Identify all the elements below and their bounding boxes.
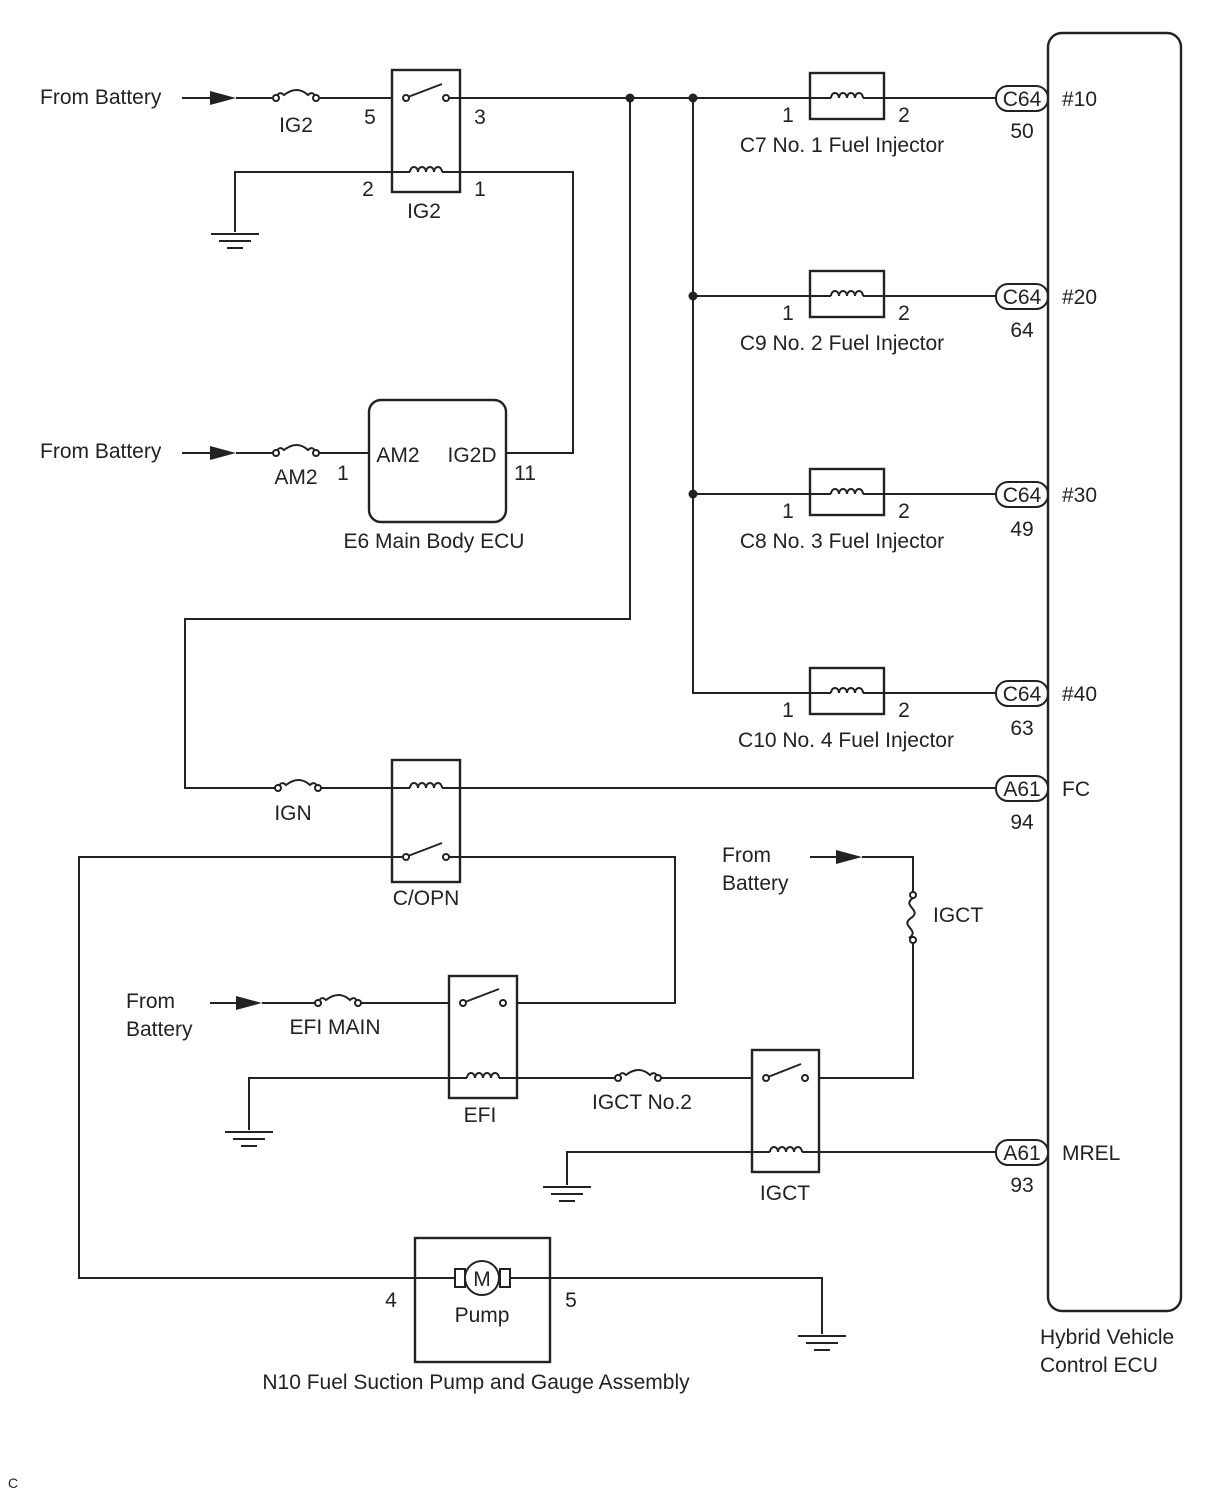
battery-arrow-icon (210, 446, 236, 460)
motor-icon (464, 1260, 500, 1296)
injector-4: 1 2 C10 No. 4 Fuel Injector C64 63 #40 (738, 666, 1097, 752)
pump-pin-5: 5 (565, 1289, 577, 1312)
relay-igct-switch (767, 1063, 802, 1078)
relay-efi-label: EFI (464, 1104, 497, 1127)
main-body-ecu (367, 398, 508, 524)
from-label-efi: From (126, 990, 175, 1013)
ecu-terminal-mrel: MREL (1062, 1142, 1120, 1165)
relay-efi-switch (464, 988, 500, 1003)
from-battery-label-am2: From Battery (40, 440, 162, 463)
main-body-ecu-ig2d-terminal: IG2D (447, 444, 496, 467)
relay-ig2-pin-5: 5 (364, 106, 376, 129)
from-battery-label-ig2: From Battery (40, 86, 162, 109)
ground-icon-3 (542, 1186, 592, 1202)
relay-copn-switch (407, 842, 443, 857)
injector-label: C10 No. 4 Fuel Injector (738, 729, 954, 752)
connector-label: C64 (1003, 286, 1042, 309)
fusible-link-igct-label: IGCT (933, 904, 983, 927)
fuel-pump-assembly (413, 1236, 552, 1364)
relay-ig2-label: IG2 (407, 200, 441, 223)
ecu-terminal: #40 (1062, 683, 1097, 706)
connector-label: A61 (1003, 1142, 1040, 1165)
battery-label-efi: Battery (126, 1018, 193, 1041)
main-body-ecu-pin-1: 1 (337, 462, 349, 485)
ecu-pin-number: 93 (1010, 1174, 1033, 1197)
ground-icon-2 (224, 1131, 274, 1147)
relay-igct (750, 1048, 821, 1174)
injector-label: C8 No. 3 Fuel Injector (740, 530, 944, 553)
fuse-igct-no2-icon (614, 1069, 662, 1082)
fuse-efi-main-label: EFI MAIN (289, 1016, 380, 1039)
relay-ig2 (390, 68, 462, 194)
injector-pin-2: 2 (898, 500, 910, 523)
relay-copn-label: C/OPN (393, 887, 460, 910)
connector-a61-fc (995, 775, 1049, 802)
injector-pin-1: 1 (782, 302, 794, 325)
relay-ig2-switch (407, 83, 443, 98)
ecu-terminal: #10 (1062, 88, 1097, 111)
connector-label: C64 (1003, 88, 1042, 111)
injector-label: C9 No. 2 Fuel Injector (740, 332, 944, 355)
ground-icon-4 (797, 1335, 847, 1351)
ecu-pin-number: 63 (1010, 717, 1033, 740)
ecu-pin-number: 64 (1010, 319, 1034, 342)
fuse-ign-icon (274, 779, 322, 792)
hybrid-vehicle-control-ecu (1046, 31, 1183, 1313)
main-body-ecu-label: E6 Main Body ECU (344, 530, 525, 553)
injector-pin-2: 2 (898, 104, 910, 127)
fuse-igct-no2-label: IGCT No.2 (592, 1091, 692, 1114)
fuse-ig2-label: IG2 (279, 114, 313, 137)
battery-arrow-icon (236, 996, 262, 1010)
motor-symbol: M (473, 1268, 491, 1291)
main-body-ecu-pin-11: 11 (514, 462, 536, 485)
connector-label: C64 (1003, 484, 1042, 507)
injector-1: 1 2 C7 No. 1 Fuel Injector C64 50 #10 (740, 71, 1097, 157)
battery-arrow-icon (836, 850, 862, 864)
from-label-igct: From (722, 844, 771, 867)
injector-2: 1 2 C9 No. 2 Fuel Injector C64 64 #20 (740, 269, 1097, 355)
ground-icon-1 (210, 233, 260, 249)
pump-name: Pump (455, 1304, 510, 1327)
hv-ecu-label-line1: Hybrid Vehicle (1040, 1326, 1174, 1349)
relay-ig2-pin-2: 2 (362, 178, 374, 201)
fusible-link-igct-icon (906, 897, 916, 939)
main-body-ecu-am2-terminal: AM2 (376, 444, 419, 467)
injector-pin-2: 2 (898, 699, 910, 722)
hv-ecu-label-line2: Control ECU (1040, 1354, 1158, 1377)
ecu-pin-number: 50 (1010, 120, 1033, 143)
injector-pin-1: 1 (782, 699, 794, 722)
fuse-ig2-icon (272, 89, 320, 102)
injector-label: C7 No. 1 Fuel Injector (740, 134, 944, 157)
injector-pin-1: 1 (782, 500, 794, 523)
relay-copn (390, 758, 462, 884)
ecu-terminal: #30 (1062, 484, 1097, 507)
relay-ig2-pin-3: 3 (474, 106, 486, 129)
battery-arrow-icon (210, 91, 236, 105)
ecu-pin-number: 49 (1010, 518, 1033, 541)
fuse-am2-label: AM2 (274, 466, 317, 489)
pump-assembly-label: N10 Fuel Suction Pump and Gauge Assembly (262, 1371, 690, 1394)
injector-3: 1 2 C8 No. 3 Fuel Injector C64 49 #30 (740, 467, 1097, 553)
fuse-am2-icon (272, 444, 320, 457)
relay-igct-label: IGCT (760, 1182, 810, 1205)
connector-label: C64 (1003, 683, 1042, 706)
relay-ig2-pin-1: 1 (474, 178, 486, 201)
ecu-pin-number: 94 (1010, 811, 1034, 834)
connector-a61-mrel (995, 1139, 1049, 1166)
footer-code: C (8, 1475, 18, 1491)
ecu-terminal: #20 (1062, 286, 1097, 309)
battery-label-igct: Battery (722, 872, 789, 895)
injector-pin-2: 2 (898, 302, 910, 325)
connector-label: A61 (1003, 778, 1040, 801)
pump-pin-4: 4 (385, 1289, 397, 1312)
injector-pin-1: 1 (782, 104, 794, 127)
ecu-terminal-fc: FC (1062, 778, 1090, 801)
fuse-ign-label: IGN (274, 802, 311, 825)
fuse-efi-main-icon (314, 994, 362, 1007)
